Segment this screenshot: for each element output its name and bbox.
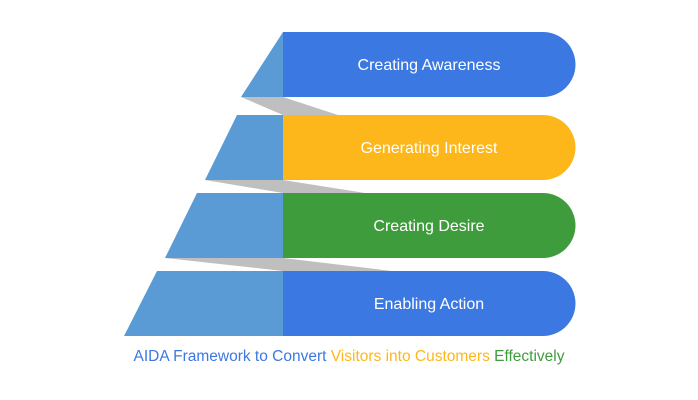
stage-label-desire: Creating Desire — [373, 218, 484, 235]
stage-bar-interest — [283, 115, 576, 180]
caption-part-3: Effectively — [494, 348, 565, 365]
stage-bar-action — [283, 271, 576, 336]
stage-bar-desire — [283, 193, 576, 258]
caption-part-1: AIDA Framework to Convert — [133, 348, 331, 365]
diagram-caption: AIDA Framework to Convert Visitors into … — [0, 348, 698, 366]
stage-label-interest: Generating Interest — [361, 140, 499, 157]
pyramid-segment-interest — [205, 115, 283, 180]
stage-bar-awareness — [283, 32, 576, 97]
stage-label-awareness: Creating Awareness — [358, 57, 501, 74]
pyramid-segment-awareness — [241, 32, 283, 97]
stage-label-action: Enabling Action — [374, 296, 484, 313]
connector-1 — [241, 97, 338, 115]
caption-part-2: Visitors into Customers — [330, 348, 495, 365]
connector-2 — [205, 180, 365, 193]
pyramid-segment-desire — [165, 193, 283, 258]
pyramid-segment-action — [124, 271, 283, 336]
connector-3 — [165, 258, 392, 271]
